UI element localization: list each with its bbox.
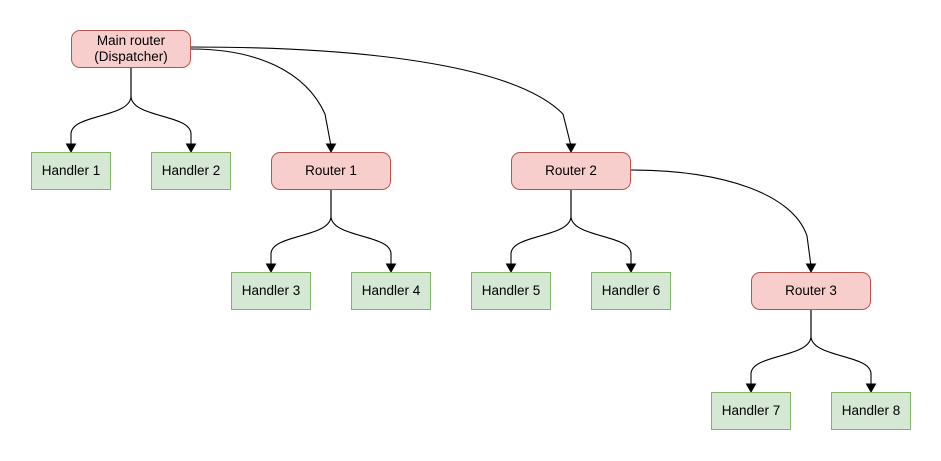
edge-arrowheads xyxy=(65,143,877,394)
edge-paths xyxy=(70,46,872,387)
edge-router-3-to-handler-7 xyxy=(750,309,812,387)
arrow-handler-1-icon xyxy=(65,143,77,154)
arrow-handler-5-icon xyxy=(505,263,517,274)
arrow-handler-4-icon xyxy=(385,263,397,274)
arrow-router-1-icon xyxy=(325,143,337,154)
arrow-handler-2-icon xyxy=(185,143,197,154)
node-main-router[interactable]: Main router (Dispatcher) xyxy=(71,30,191,68)
edge-main-to-router-1 xyxy=(190,48,332,147)
node-handler-7[interactable]: Handler 7 xyxy=(711,392,791,430)
edge-router-2-to-handler-5 xyxy=(510,189,572,267)
edge-router-1-to-handler-3 xyxy=(270,189,332,267)
arrow-handler-8-icon xyxy=(865,383,877,394)
arrow-router-2-icon xyxy=(565,143,577,154)
edge-router-2-to-router-3 xyxy=(630,169,812,267)
node-handler-3[interactable]: Handler 3 xyxy=(231,272,311,310)
arrow-handler-7-icon xyxy=(745,383,757,394)
edge-main-to-handler-2 xyxy=(130,67,192,147)
arrow-router-3-icon xyxy=(805,263,817,274)
node-router-3[interactable]: Router 3 xyxy=(751,272,871,310)
node-router-1[interactable]: Router 1 xyxy=(271,152,391,190)
node-handler-8[interactable]: Handler 8 xyxy=(831,392,911,430)
node-router-2[interactable]: Router 2 xyxy=(511,152,631,190)
arrow-handler-3-icon xyxy=(265,263,277,274)
node-handler-4[interactable]: Handler 4 xyxy=(351,272,431,310)
node-handler-1[interactable]: Handler 1 xyxy=(31,152,111,190)
node-handler-6[interactable]: Handler 6 xyxy=(591,272,671,310)
edge-router-1-to-handler-4 xyxy=(330,189,392,267)
arrow-handler-6-icon xyxy=(625,263,637,274)
edge-main-to-handler-1 xyxy=(70,67,132,147)
node-handler-5[interactable]: Handler 5 xyxy=(471,272,551,310)
edge-main-to-router-2 xyxy=(190,46,572,147)
edge-router-3-to-handler-8 xyxy=(810,309,872,387)
edge-router-2-to-handler-6 xyxy=(570,189,632,267)
node-handler-2[interactable]: Handler 2 xyxy=(151,152,231,190)
